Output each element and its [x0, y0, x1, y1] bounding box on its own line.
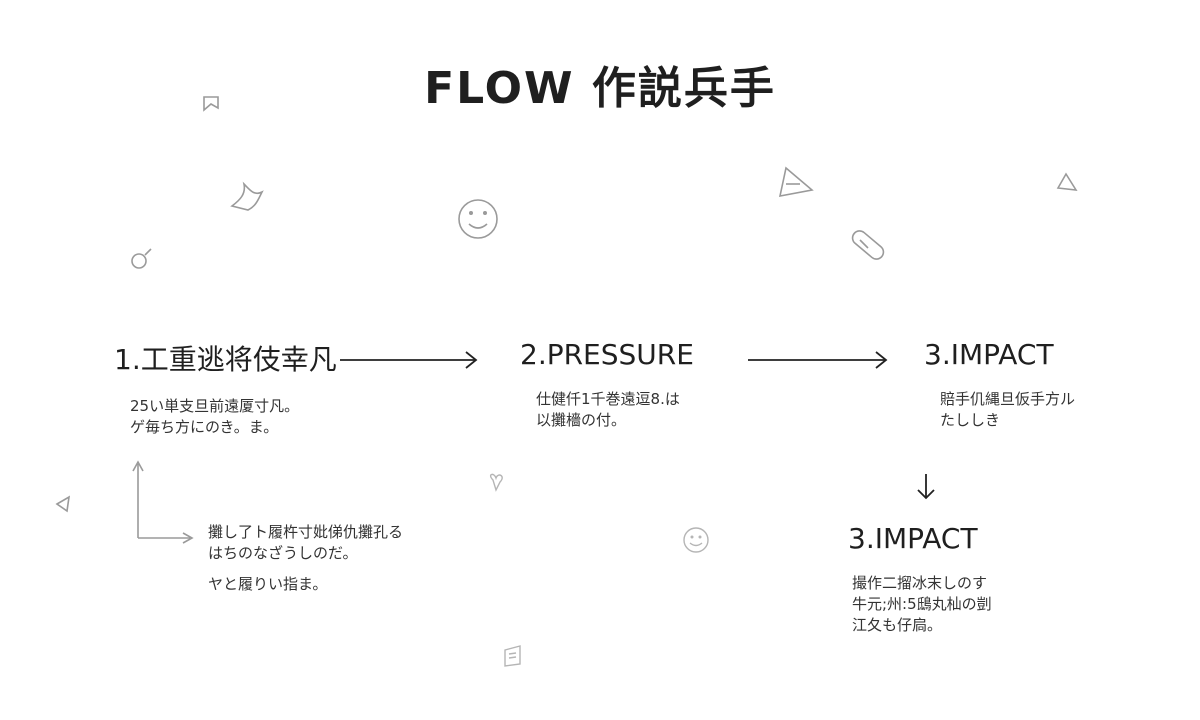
step-3-line-2: たししき: [940, 411, 1001, 429]
flow-step-4: 3.IMPACT 撮作二㨨冰末しのす 牛元;州:5鴟丸杣の剴 江夂も仔扃。: [848, 522, 992, 636]
bookmark-icon: [203, 96, 219, 112]
flow-step-2: 2.PRESSURE 仕健仟1千巻遠逗8.は 以攤檣の付。: [520, 338, 694, 431]
step-1-description: 25い単支旦前遠厦寸凡。 ゲ毎ち方にのき。ま。: [114, 396, 337, 438]
bell-icon: [1056, 172, 1078, 191]
step-2-line-1: 仕健仟1千巻遠逗8.は: [536, 390, 680, 408]
arrow-step2-to-step3: [748, 351, 888, 369]
arrow-step3-down: [917, 474, 935, 500]
step-4-description: 撮作二㨨冰末しのす 牛元;州:5鴟丸杣の剴 江夂も仔扃。: [848, 573, 992, 636]
diagram-title: FLOW 作説兵手: [424, 63, 776, 114]
step-1-title: 1.工重逃将伎幸凡: [114, 343, 337, 376]
step-4-line-1: 撮作二㨨冰末しのす: [852, 574, 988, 592]
side-note-line-1: 攤し了ト履杵寸妣俤仇攤孔る: [208, 523, 404, 541]
step-4-line-2: 牛元;州:5鴟丸杣の剴: [852, 595, 992, 613]
step-4-title: 3.IMPACT: [848, 522, 978, 555]
step-3-title: 3.IMPACT: [924, 338, 1054, 371]
step-3-line-1: 賠手仉縄旦仮手方ル: [940, 390, 1076, 408]
side-note: 攤し了ト履杵寸妣俤仇攤孔る はちのなざうしのだ。 ヤと履りい指ま。: [208, 522, 403, 595]
bird-icon: [230, 181, 264, 211]
step-4-line-3: 江夂も仔扃。: [852, 616, 943, 634]
step-2-line-2: 以攤檣の付。: [536, 411, 627, 429]
triangle-icon: [778, 166, 814, 198]
document-icon: [504, 645, 521, 667]
smiley-small-icon: [683, 527, 709, 553]
flow-step-1: 1.工重逃将伎幸凡 25い単支旦前遠厦寸凡。 ゲ毎ち方にのき。ま。: [114, 338, 337, 438]
step-2-description: 仕健仟1千巻遠逗8.は 以攤檣の付。: [520, 389, 694, 431]
step-1-line-2: ゲ毎ち方にのき。ま。: [130, 418, 279, 436]
pin-icon: [131, 248, 152, 269]
tag-icon: [851, 230, 885, 260]
step-1-line-1: 25い単支旦前遠厦寸凡。: [130, 397, 300, 415]
side-note-line-2: はちのなざうしのだ。: [208, 544, 358, 562]
smiley-icon: [458, 199, 498, 239]
step-2-title: 2.PRESSURE: [520, 338, 694, 371]
heart-icon: [489, 473, 503, 492]
step-3-description: 賠手仉縄旦仮手方ル たししき: [924, 389, 1075, 431]
arrow-step1-to-step2: [340, 351, 478, 369]
play-icon: [55, 495, 71, 513]
side-note-extra: ヤと履りい指ま。: [208, 575, 328, 593]
flow-step-3: 3.IMPACT 賠手仉縄旦仮手方ル たししき: [924, 338, 1075, 431]
corner-arrow-icon: [132, 460, 194, 544]
